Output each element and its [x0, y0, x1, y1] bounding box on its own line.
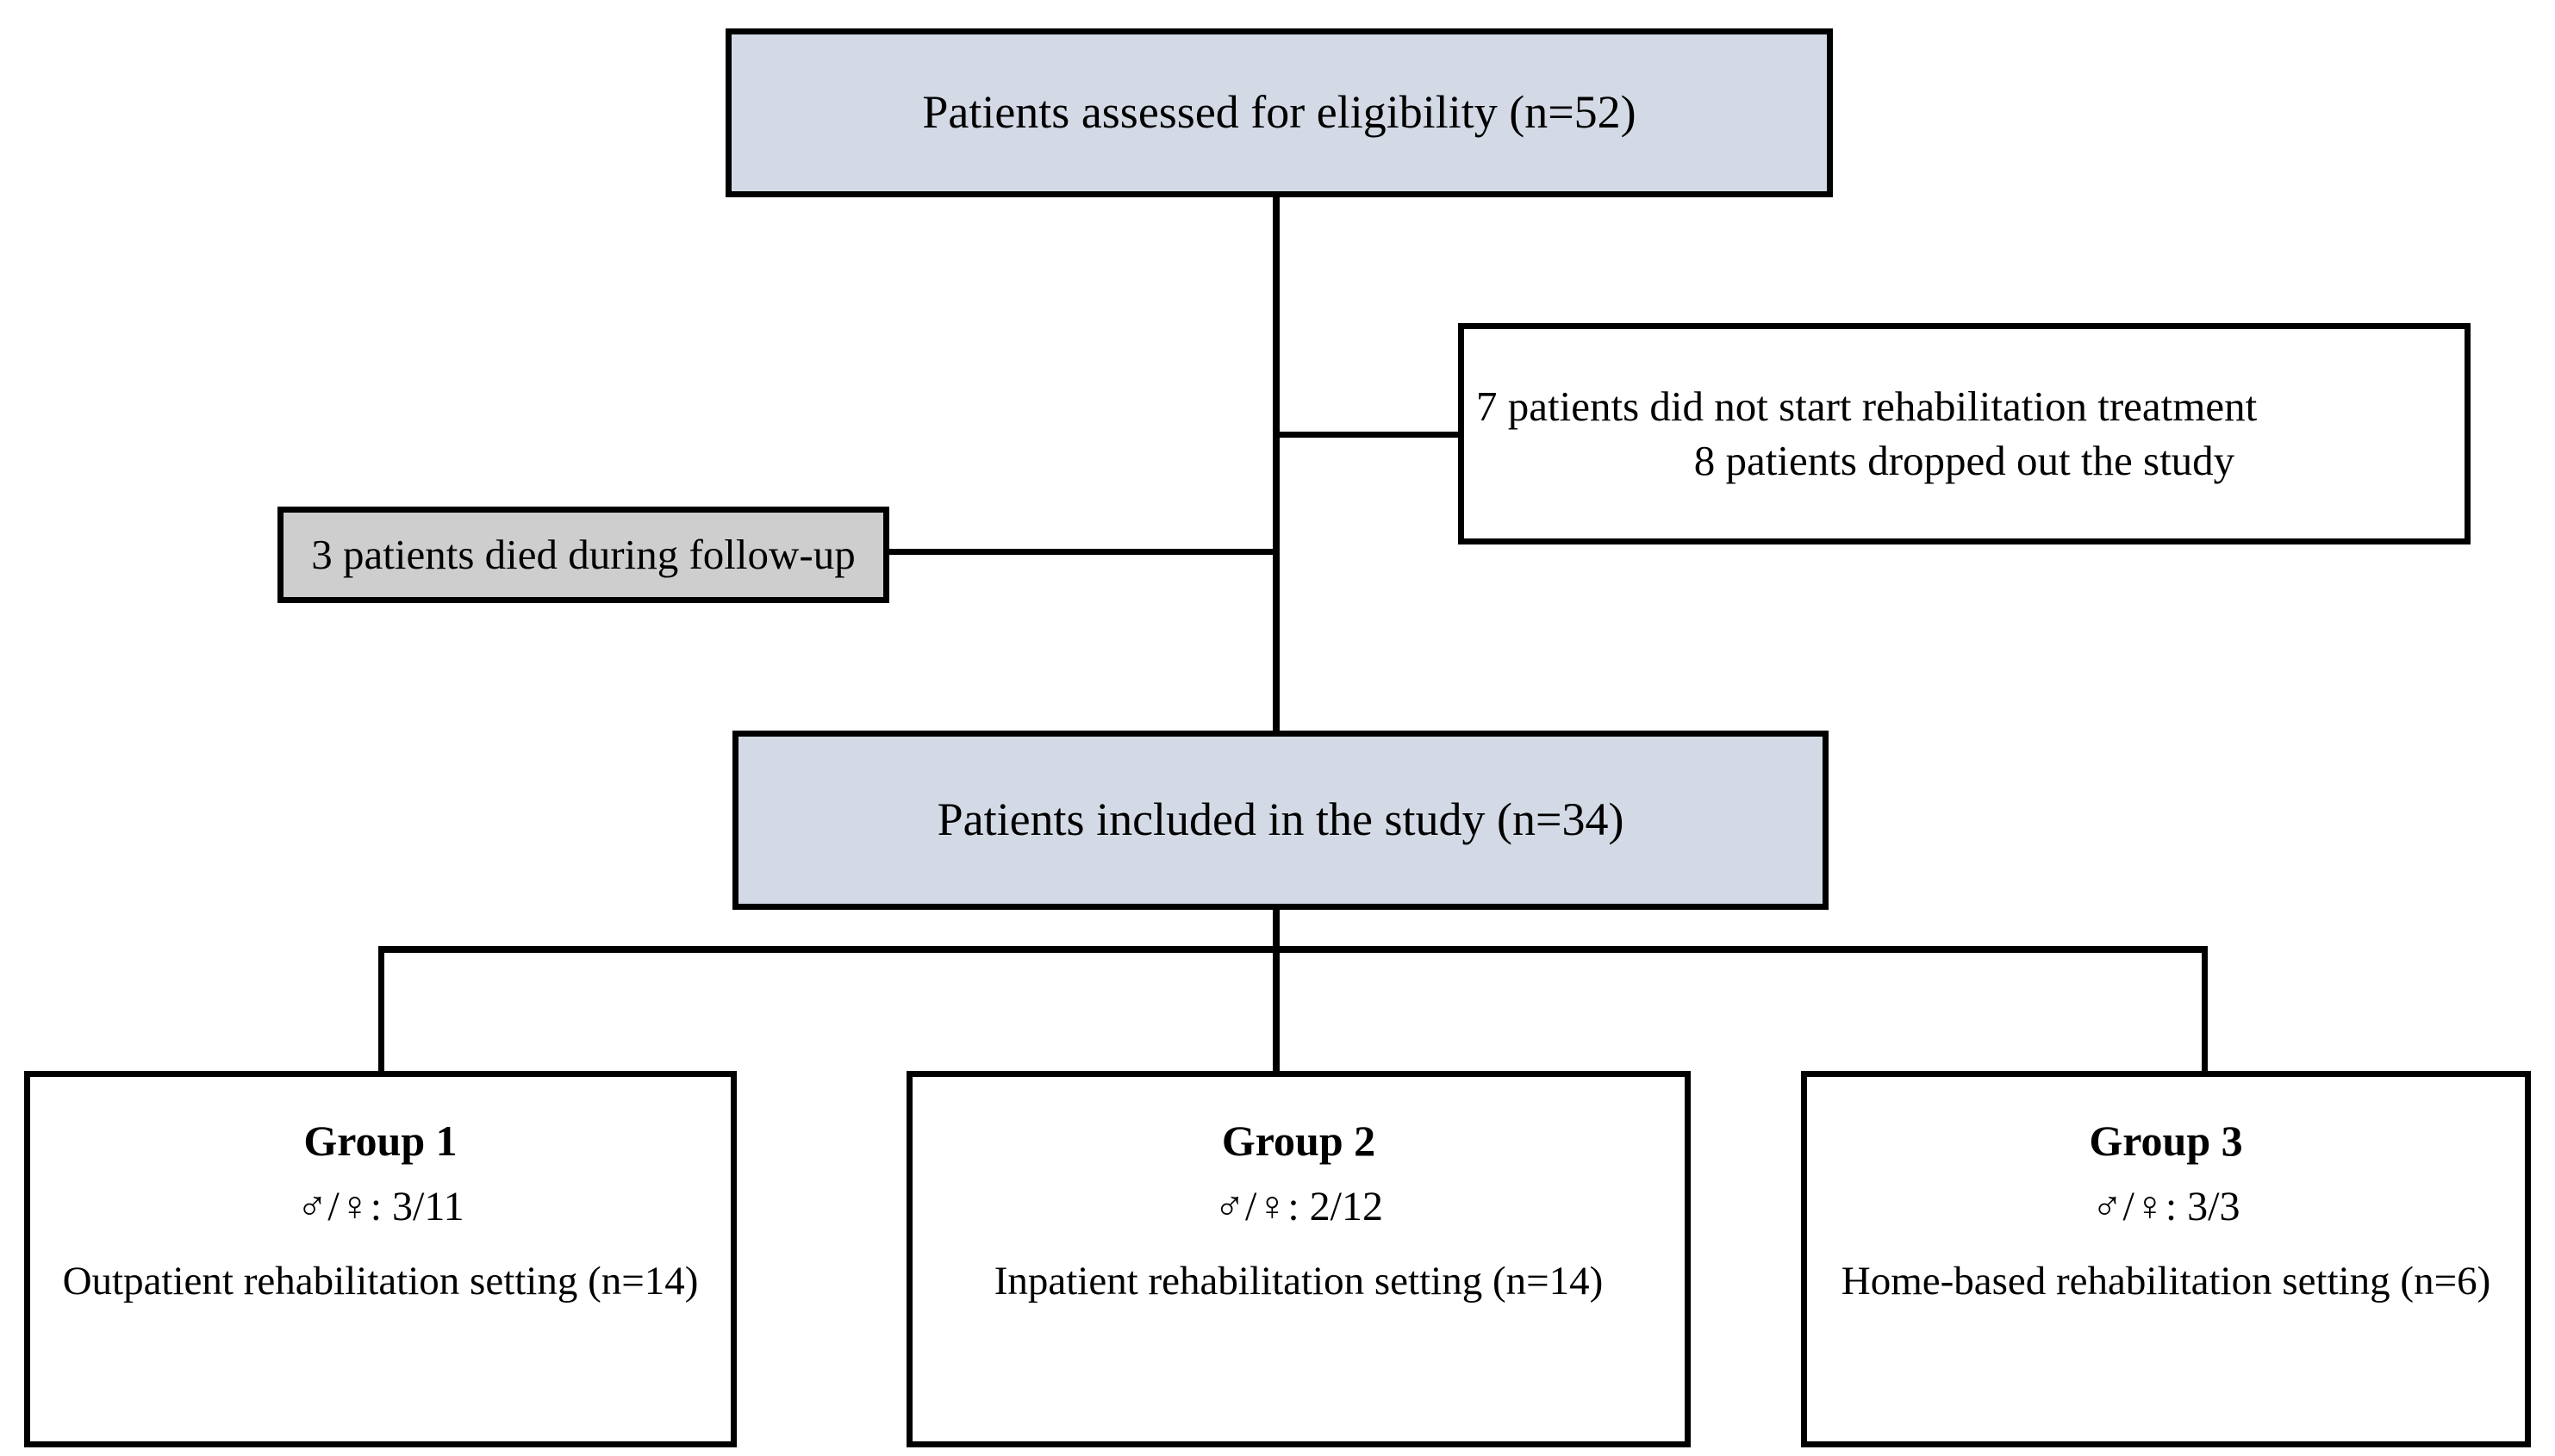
connector-branch-to-excluded [1273, 432, 1462, 438]
group-2-title: Group 2 [1221, 1117, 1376, 1165]
group-1-title: Group 1 [303, 1117, 458, 1165]
node-patients-died-during-followup: 3 patients died during follow-up [277, 507, 889, 603]
node-group-2: Group 2 ♂/♀: 2/12 Inpatient rehabilitati… [907, 1071, 1691, 1447]
group-2-setting: Inpatient rehabilitation setting (n=14) [994, 1259, 1604, 1304]
connector-drop-group2 [1273, 946, 1280, 1073]
node-died-label: 3 patients died during follow-up [311, 530, 856, 578]
group-1-sex-ratio: ♂/♀: 3/11 [296, 1184, 464, 1229]
node-excluded-line-1: 7 patients did not start rehabilitation … [1476, 382, 2258, 430]
connector-trunk-vertical [1273, 197, 1280, 731]
connector-drop-group3 [2202, 946, 2208, 1073]
group-3-setting: Home-based rehabilitation setting (n=6) [1841, 1259, 2491, 1304]
node-patients-included-in-study: Patients included in the study (n=34) [732, 731, 1829, 910]
connector-trunk-lower-vertical [1273, 910, 1280, 951]
node-patients-assessed-for-eligibility: Patients assessed for eligibility (n=52) [726, 28, 1833, 197]
node-excluded-patients: 7 patients did not start rehabilitation … [1458, 323, 2471, 544]
node-group-1: Group 1 ♂/♀: 3/11 Outpatient rehabilitat… [24, 1071, 737, 1447]
node-excluded-line-2: 8 patients dropped out the study [1693, 436, 2235, 484]
node-included-label: Patients included in the study (n=34) [937, 793, 1624, 846]
group-3-sex-ratio: ♂/♀: 3/3 [2091, 1184, 2240, 1229]
node-group-3: Group 3 ♂/♀: 3/3 Home-based rehabilitati… [1801, 1071, 2531, 1447]
connector-drop-group1 [378, 946, 384, 1073]
group-3-title: Group 3 [2089, 1117, 2243, 1165]
node-eligibility-label: Patients assessed for eligibility (n=52) [922, 86, 1636, 139]
connector-branch-to-died [887, 549, 1279, 555]
group-1-setting: Outpatient rehabilitation setting (n=14) [62, 1259, 699, 1304]
connector-group-bar [378, 946, 2208, 953]
group-2-sex-ratio: ♂/♀: 2/12 [1213, 1184, 1383, 1229]
